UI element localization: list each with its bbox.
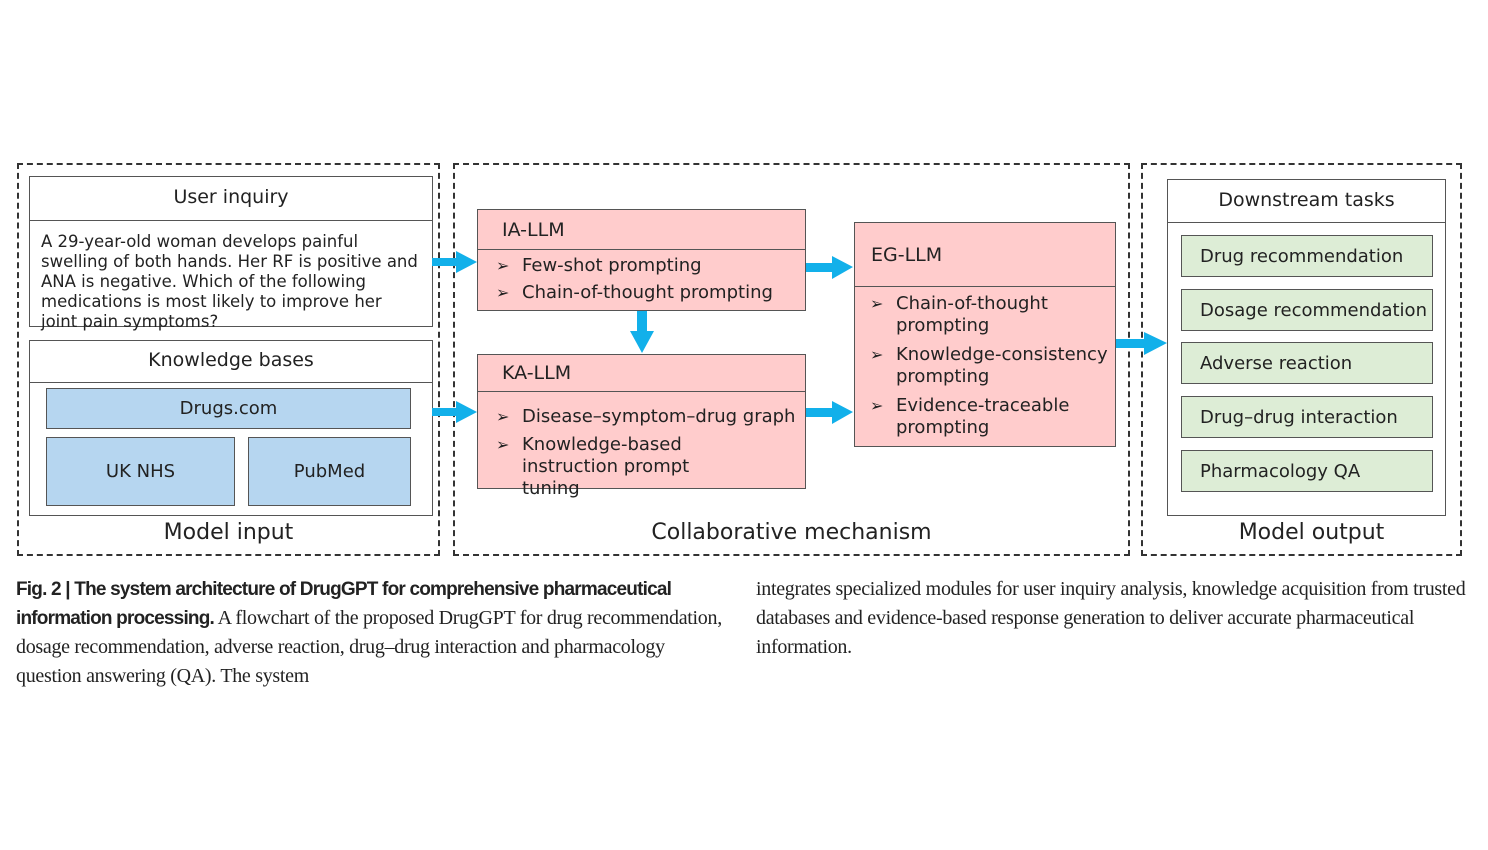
ka-llm-box: KA-LLM ➢ Disease–symptom–drug graph ➢ Know… [477,354,806,499]
bullet-arrow-icon: ➢ [870,294,884,313]
divider [1168,222,1445,223]
ka-llm-item-text: Knowledge-based instruction prompt tunin… [522,434,690,499]
user-inquiry-title: User inquiry [173,186,289,208]
task-adverse-reaction: Adverse reaction [1181,342,1433,384]
kb-drugs-com: Drugs.com [46,388,411,429]
ia-llm-item: ➢ Few-shot prompting [496,255,805,277]
downstream-tasks-title: Downstream tasks [1218,189,1395,211]
model-input-label: Model input [163,520,294,545]
arrow-right-icon [806,256,853,279]
caption-body-1: A flowchart of the proposed DrugGPT for … [16,607,722,687]
user-inquiry-text: A 29-year-old woman develops painful swe… [41,232,418,331]
collaborative-mechanism-section [453,163,1130,556]
ia-llm-title: IA-LLM [502,218,565,241]
task-pharmacology-qa: Pharmacology QA [1181,450,1433,492]
eg-llm-item: ➢ Knowledge-consistency prompting [870,344,1115,388]
task-drug-drug-interaction: Drug–drug interaction [1181,396,1433,438]
task-dosage-recommendation: Dosage recommendation [1181,289,1433,331]
bullet-arrow-icon: ➢ [496,435,510,454]
kb-uk-nhs: UK NHS [46,437,235,506]
eg-llm-title: EG-LLM [871,243,943,266]
user-inquiry-panel: User inquiry A 29-year-old woman develop… [29,176,433,331]
divider [30,220,432,221]
model-output-label: Model output [1238,520,1385,545]
caption-column-1: Fig. 2 | The system architecture of Drug… [16,575,731,691]
ia-llm-box: IA-LLM ➢ Few-shot prompting ➢ Chain-of-tho… [477,209,806,311]
arrow-ia-to-eg [806,256,853,279]
arrow-right-icon [432,251,477,273]
arrow-inquiry-to-ia [432,251,477,273]
arrow-right-icon [1116,332,1167,355]
arrow-ka-to-eg [806,401,853,424]
kb-pubmed: PubMed [248,437,411,506]
caption-label: Fig. 2 | The system architecture of Drug… [16,579,672,629]
ka-llm-title: KA-LLM [502,362,572,384]
model-output-section [1141,163,1462,556]
caption-body-2: integrates specialized modules for user … [756,578,1466,658]
arrow-kb-to-ka [432,401,477,423]
eg-llm-item: ➢ Chain-of-thought prompting [870,293,1115,337]
divider [478,249,805,250]
task-drug-recommendation: Drug recommendation [1181,235,1433,277]
arrow-down-icon [630,311,654,353]
bullet-arrow-icon: ➢ [496,256,510,275]
ia-llm-item-text: Chain-of-thought prompting [522,282,773,303]
eg-llm-item-text: Chain-of-thought prompting [896,293,1048,336]
ka-llm-item: ➢ Disease–symptom–drug graph [496,406,805,428]
model-input-section [17,163,440,556]
knowledge-bases-title: Knowledge bases [148,349,314,371]
caption-column-2: integrates specialized modules for user … [756,575,1466,662]
eg-llm-item-text: Knowledge-consistency prompting [896,344,1108,387]
ia-llm-item-text: Few-shot prompting [522,255,702,276]
bullet-arrow-icon: ➢ [496,407,510,426]
arrow-eg-to-output [1116,332,1167,355]
bullet-arrow-icon: ➢ [496,283,510,302]
divider [855,286,1115,287]
ka-llm-item: ➢ Knowledge-based instruction prompt tuni… [496,434,805,500]
arrow-right-icon [806,401,853,424]
bullet-arrow-icon: ➢ [870,345,884,364]
divider [30,382,432,383]
eg-llm-box: EG-LLM ➢ Chain-of-thought prompting ➢ Know… [854,222,1116,447]
ka-llm-item-text: Disease–symptom–drug graph [522,406,796,427]
arrow-ia-to-ka [630,311,654,353]
collaborative-mechanism-label: Collaborative mechanism [651,520,932,545]
divider [478,391,805,392]
ia-llm-item: ➢ Chain-of-thought prompting [496,282,805,304]
bullet-arrow-icon: ➢ [870,396,884,415]
arrow-right-icon [432,401,477,423]
eg-llm-item-text: Evidence-traceable prompting [896,395,1070,438]
eg-llm-item: ➢ Evidence-traceable prompting [870,395,1115,439]
